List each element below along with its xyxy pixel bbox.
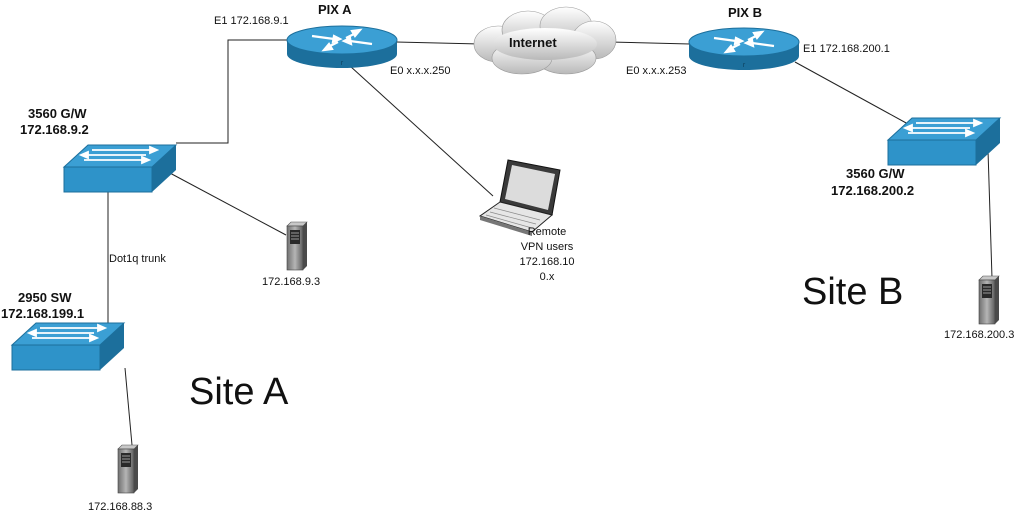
link-pixa-switch-a [176,39,288,144]
switch-b-icon [886,117,1002,166]
svg-text:r: r [341,60,344,67]
pix-b-e1-label: E1 172.168.200.1 [803,43,890,55]
switch-a2-icon [10,322,126,371]
pix-b-name: PIX B [728,5,762,20]
server-a1-icon [286,221,308,271]
link-switch-b-server [987,149,993,279]
site-a-label: Site A [189,371,289,413]
link-internet-pixb [609,41,691,45]
pix-b-e0-label: E0 x.x.x.253 [626,65,687,77]
server-a2-label: 172.168.88.3 [88,501,153,513]
internet-label: Internet [509,35,557,50]
remote-users-line4: 0.x [539,271,555,283]
server-a1-label: 172.168.9.3 [262,276,321,288]
link-pixa-remote [349,65,494,197]
switch-a-icon [62,144,178,193]
server-a2-icon [117,444,139,494]
pix-b-router-icon: r [688,27,800,70]
pix-a-e1-label: E1 172.168.9.1 [214,15,289,27]
pix-a-name: PIX A [318,2,352,17]
remote-users-line1: Remote [527,226,567,238]
switch-a-label-line2: 172.168.9.2 [20,122,89,137]
switch-b-label-line1: 3560 G/W [846,166,905,181]
remote-users-line2: VPN users [520,241,574,253]
server-b-icon [978,275,1000,325]
switch-a-label-line1: 3560 G/W [28,106,87,121]
link-pixa-internet [395,41,481,45]
pix-a-e0-label: E0 x.x.x.250 [390,65,451,77]
link-switch-a-server [167,171,287,236]
switch-b-label-line2: 172.168.200.2 [831,183,915,198]
links [107,39,993,446]
server-b-label: 172.168.200.3 [944,329,1015,341]
remote-users-line3: 172.168.10 [519,256,575,268]
svg-text:r: r [743,62,746,69]
link-switch-a2-server [124,367,133,446]
internet-cloud-icon [473,6,617,75]
switch-a2-label-line2: 172.168.199.1 [1,306,85,321]
switch-a2-label-line1: 2950 SW [18,290,72,305]
link-pixb-switch-b [794,61,909,125]
laptop-icon [478,159,561,236]
trunk-label: Dot1q trunk [109,253,166,265]
pix-a-router-icon: r [286,25,398,68]
site-b-label: Site B [802,271,904,313]
